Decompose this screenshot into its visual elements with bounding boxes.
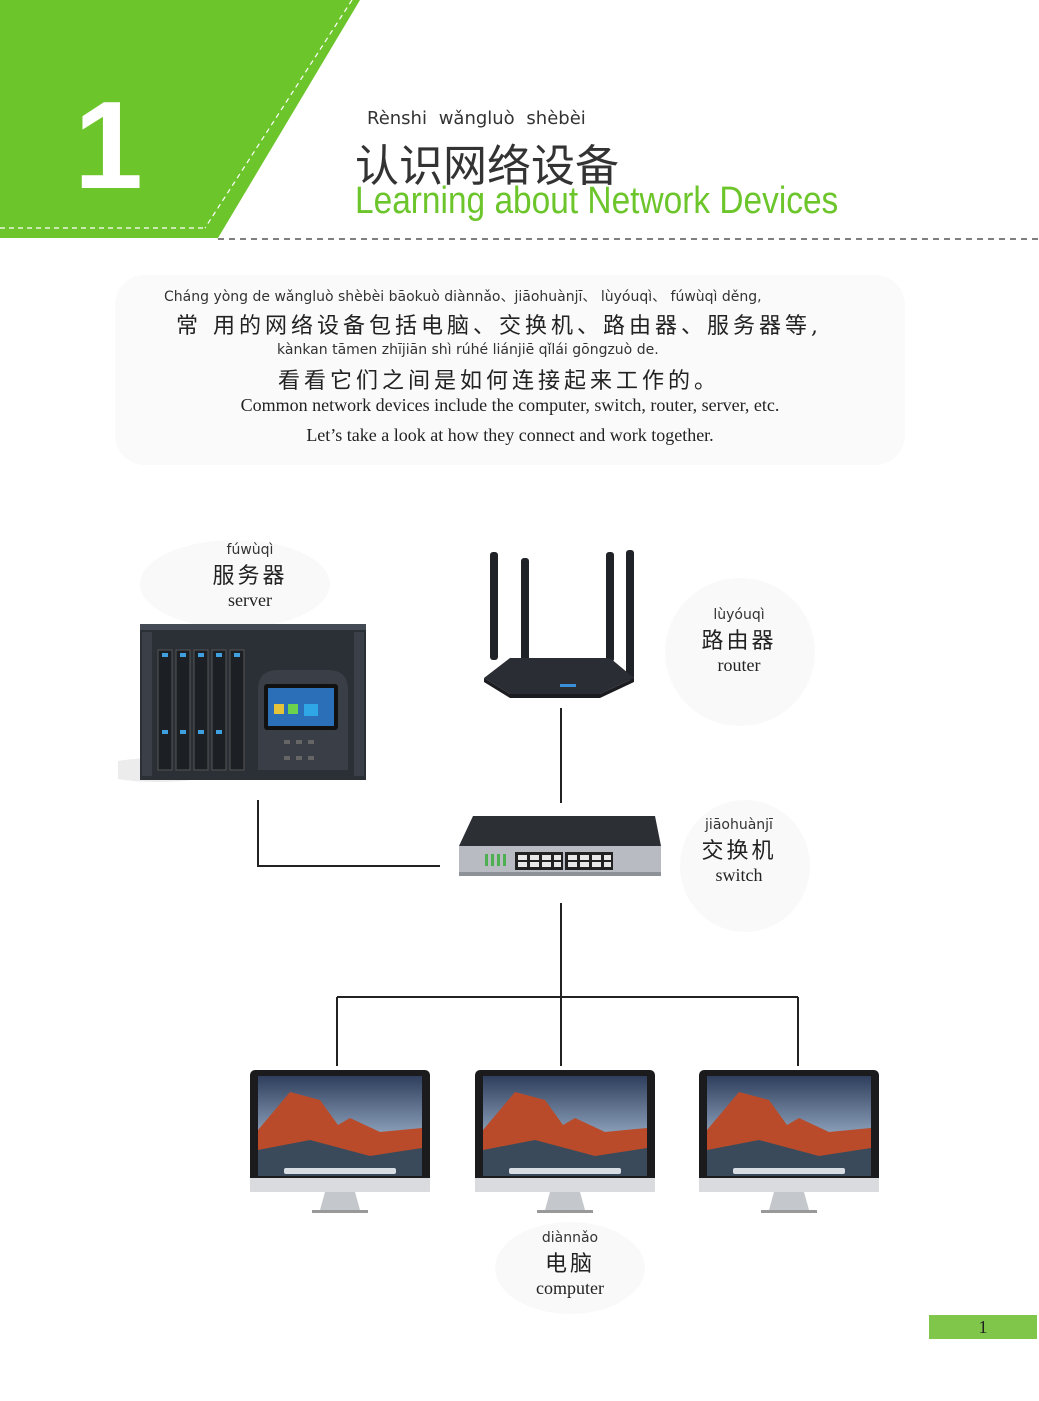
lesson-number: 1 <box>74 77 143 215</box>
title-pinyin: Rènshi wǎngluò shèbèi <box>367 108 586 129</box>
server-pinyin: fúwùqì <box>226 542 274 558</box>
server-image <box>118 624 366 782</box>
intro-line1-chinese: 常 用的网络设备包括电脑、交换机、路由器、服务器等, <box>176 314 822 339</box>
page-number: 1 <box>929 1315 1037 1339</box>
computer-pinyin: diànnǎo <box>541 1230 599 1246</box>
switch-label-bg <box>680 800 810 932</box>
header-banner <box>0 0 1039 240</box>
router-pinyin: lùyóuqì <box>713 607 765 623</box>
router-image <box>484 550 634 698</box>
computer-image-1 <box>250 1070 430 1213</box>
router-english: router <box>717 655 761 675</box>
server-label-bg <box>140 540 330 628</box>
intro-english-1: Common network devices include the compu… <box>240 395 780 415</box>
intro-english-2: Let’s take a look at how they connect an… <box>306 425 714 445</box>
router-label-bg <box>665 578 815 726</box>
switch-image <box>459 816 661 876</box>
computer-image-3 <box>699 1070 879 1213</box>
intro-line1-pinyin: Cháng yòng de wǎngluò shèbèi bāokuò diàn… <box>164 289 762 305</box>
computer-english: computer <box>536 1278 604 1298</box>
computer-image-2 <box>475 1070 655 1213</box>
server-english: server <box>228 590 272 610</box>
server-label: fúwùqì 服务器 server <box>190 542 310 611</box>
intro-panel <box>115 275 905 465</box>
page-title-english: Learning about Network Devices <box>355 180 839 222</box>
computer-chinese: 电脑 <box>544 1252 595 1277</box>
switch-english: switch <box>715 865 763 885</box>
router-label: lùyóuqì 路由器 router <box>679 607 799 676</box>
computer-label-bg <box>495 1222 645 1314</box>
intro-line2-pinyin: kànkan tāmen zhījiān shì rúhé liánjiē qǐ… <box>277 342 659 358</box>
intro-line2-chinese: 看看它们之间是如何连接起来工作的。 <box>278 369 721 394</box>
switch-chinese: 交换机 <box>701 839 777 864</box>
switch-label: jiāohuànjī 交换机 switch <box>679 817 799 886</box>
page-title-chinese: 认识网络设备 <box>355 141 619 192</box>
switch-pinyin: jiāohuànjī <box>705 817 773 833</box>
router-chinese: 路由器 <box>701 629 777 654</box>
server-chinese: 服务器 <box>212 564 288 589</box>
computer-label: diànnǎo 电脑 computer <box>510 1230 630 1299</box>
